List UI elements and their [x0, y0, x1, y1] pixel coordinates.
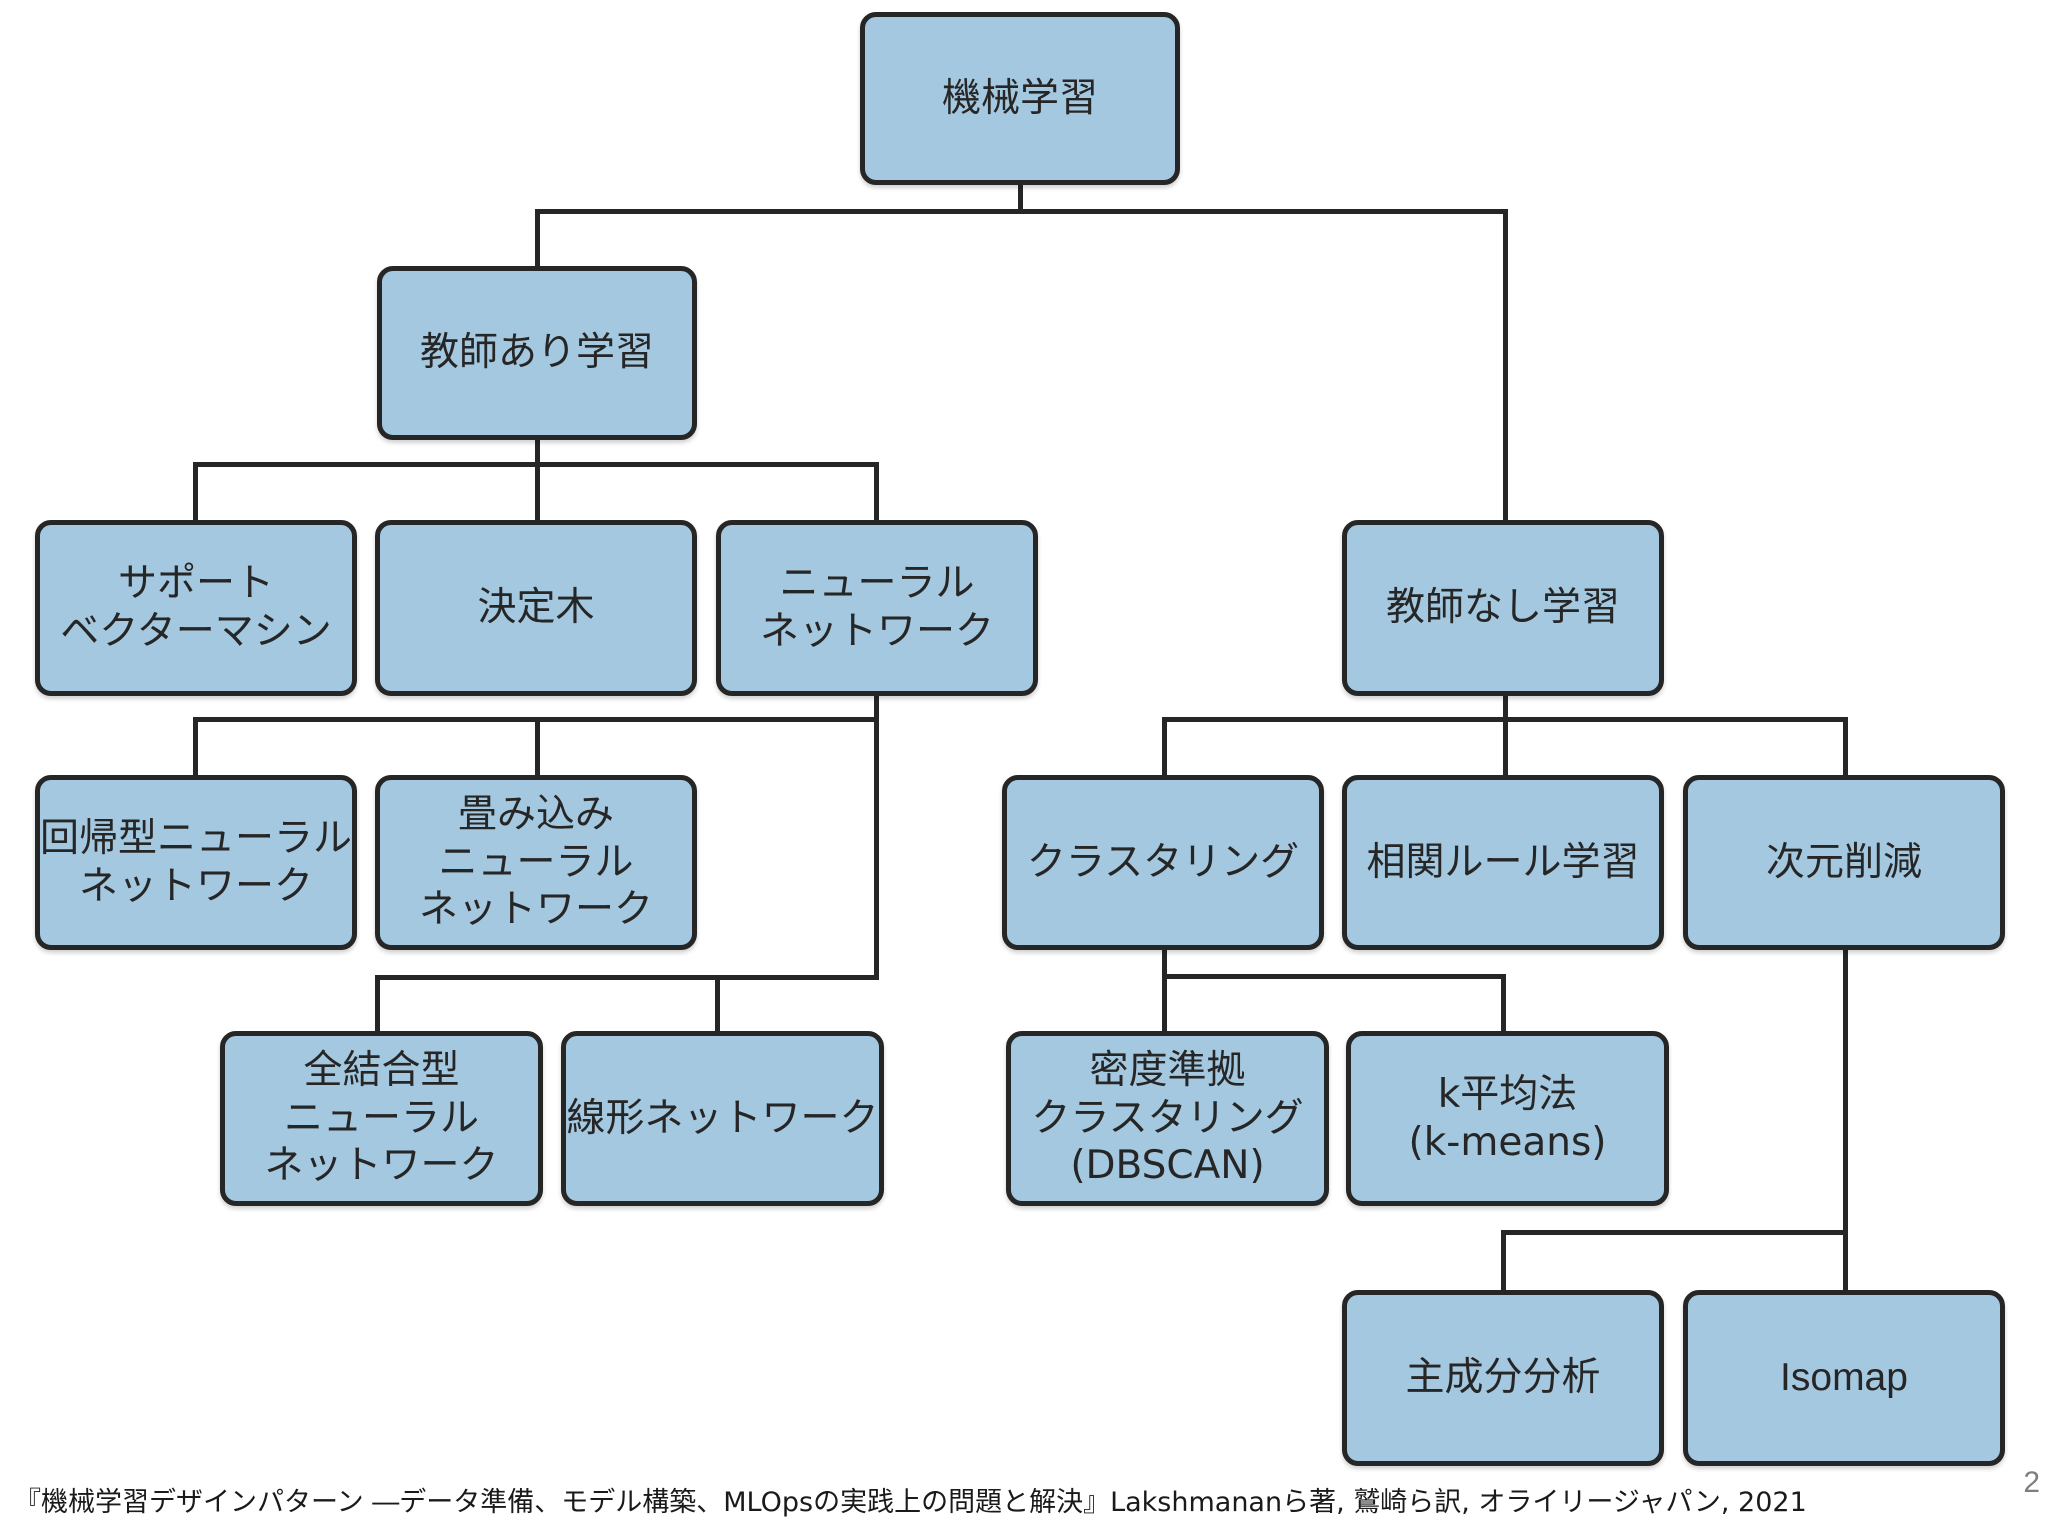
connector-line: [1162, 974, 1506, 979]
node-label-line: 主成分分析: [1405, 1355, 1601, 1401]
node-label-line: 全結合型: [303, 1048, 460, 1094]
node-dbscan: 密度準拠クラスタリング(DBSCAN): [1006, 1031, 1329, 1206]
connector-line: [1501, 1230, 1848, 1235]
connector-line: [1162, 717, 1848, 722]
node-label-line: 決定木: [477, 585, 595, 631]
node-clustering: クラスタリング: [1002, 775, 1324, 950]
connector-line: [1162, 948, 1167, 1034]
connector-line: [1843, 948, 1848, 1293]
node-label-line: ニューラル: [779, 561, 975, 607]
connector-line: [375, 975, 879, 980]
node-rnn: 回帰型ニューラルネットワーク: [35, 775, 357, 950]
connector-line: [1018, 183, 1023, 212]
node-label-line: 機械学習: [941, 75, 1098, 121]
connector-line: [874, 694, 879, 980]
connector-line: [1162, 717, 1167, 778]
node-label-line: (k-means): [1408, 1119, 1607, 1165]
node-label-line: 次元削減: [1765, 839, 1922, 885]
node-label-line: ネットワーク: [264, 1143, 499, 1189]
connector-line: [1503, 209, 1508, 523]
connector-line: [874, 462, 879, 523]
node-label-line: 相関ルール学習: [1366, 839, 1640, 885]
connector-line: [535, 438, 540, 523]
connector-line: [535, 717, 540, 778]
citation-footer: 『機械学習デザインパターン ―データ準備、モデル構築、MLOpsの実践上の問題と…: [14, 1487, 1807, 1518]
connector-line: [1843, 717, 1848, 778]
node-label-line: クラスタリング: [1026, 839, 1300, 885]
node-label-line: k平均法: [1437, 1071, 1578, 1117]
connector-line: [535, 209, 540, 269]
node-linear-network: 線形ネットワーク: [561, 1031, 884, 1206]
node-label-line: ネットワーク: [418, 887, 653, 933]
page-number: 2: [2023, 1466, 2040, 1499]
connector-line: [715, 975, 720, 1034]
connector-line: [193, 462, 198, 523]
node-label-line: クラスタリング: [1031, 1095, 1304, 1141]
connector-line: [193, 462, 879, 467]
node-label-line: 回帰型ニューラル: [40, 815, 353, 861]
node-svm: サポートベクターマシン: [35, 520, 357, 696]
connector-line: [535, 209, 1508, 214]
node-label-line: Isomap: [1780, 1356, 1908, 1400]
connector-line: [1501, 1230, 1506, 1293]
node-decision-tree: 決定木: [375, 520, 697, 696]
connector-line: [1501, 974, 1506, 1034]
node-label-line: 線形ネットワーク: [566, 1095, 879, 1141]
node-association-rule-learning: 相関ルール学習: [1342, 775, 1664, 950]
node-label-line: 畳み込み: [457, 792, 614, 838]
node-label-line: 教師あり学習: [419, 330, 654, 376]
node-isomap: Isomap: [1683, 1290, 2005, 1466]
node-unsupervised-learning: 教師なし学習: [1342, 520, 1664, 696]
connector-line: [1503, 694, 1508, 778]
node-pca: 主成分分析: [1342, 1290, 1664, 1466]
node-cnn: 畳み込みニューラルネットワーク: [375, 775, 697, 950]
node-label-line: 教師なし学習: [1385, 585, 1620, 631]
node-label-line: ニューラル: [283, 1095, 479, 1141]
node-label-line: ネットワーク: [759, 609, 994, 654]
node-fully-connected-nn: 全結合型ニューラルネットワーク: [220, 1031, 543, 1206]
node-label-line: ネットワーク: [78, 863, 313, 909]
node-kmeans: k平均法(k-means): [1346, 1031, 1669, 1206]
node-machine-learning: 機械学習: [860, 12, 1180, 185]
node-label-line: ニューラル: [438, 839, 634, 885]
node-label-line: サポート: [117, 561, 274, 607]
node-neural-network: ニューラルネットワーク: [716, 520, 1038, 696]
node-supervised-learning: 教師あり学習: [377, 266, 697, 440]
node-label-line: ベクターマシン: [60, 609, 332, 654]
connector-line: [193, 717, 198, 778]
node-dimensionality-reduction: 次元削減: [1683, 775, 2005, 950]
node-label-line: 密度準拠: [1089, 1048, 1246, 1094]
connector-line: [375, 975, 380, 1034]
node-label-line: (DBSCAN): [1070, 1143, 1265, 1189]
